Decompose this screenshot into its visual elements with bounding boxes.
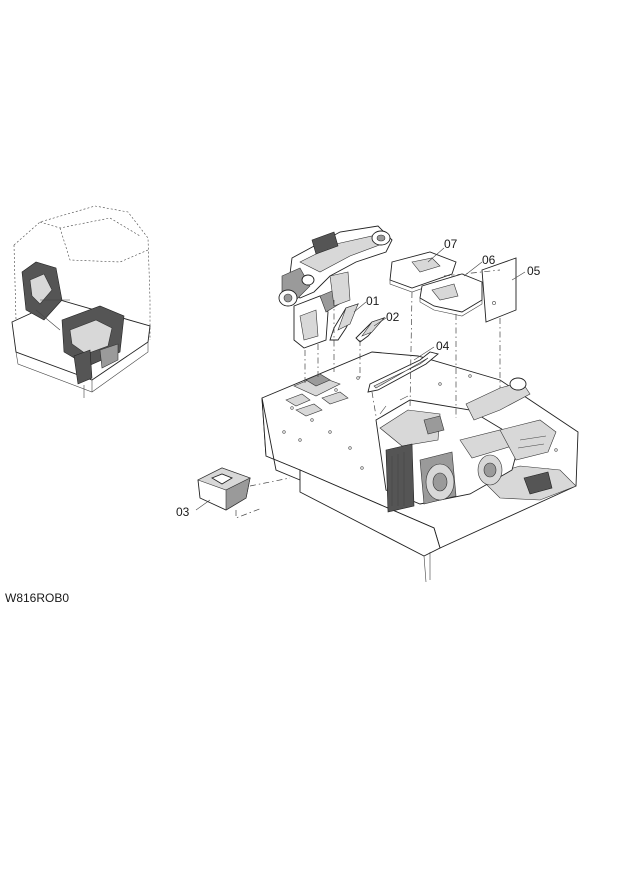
air-conditioner-unit (375, 377, 557, 513)
part-05-panel (481, 257, 517, 323)
cab-overview-illustration (11, 205, 151, 398)
assembly-guide-lines (235, 269, 501, 519)
callout-01: 01 (366, 294, 380, 308)
part-03-block (197, 467, 251, 511)
part-01-pad (329, 303, 359, 341)
upper-duct-assembly (278, 225, 393, 349)
drawing-code-label: W816ROB0 (5, 591, 70, 605)
part-07-plate (389, 251, 457, 293)
callout-06: 06 (482, 253, 496, 267)
callout-leaders (195, 247, 526, 511)
callout-05: 05 (527, 264, 541, 278)
callout-04: 04 (436, 339, 450, 353)
part-02-pad (355, 317, 386, 343)
callout-07: 07 (444, 237, 458, 251)
callout-03: 03 (176, 505, 190, 519)
part-04-strip (367, 351, 439, 393)
callout-02: 02 (386, 310, 400, 324)
